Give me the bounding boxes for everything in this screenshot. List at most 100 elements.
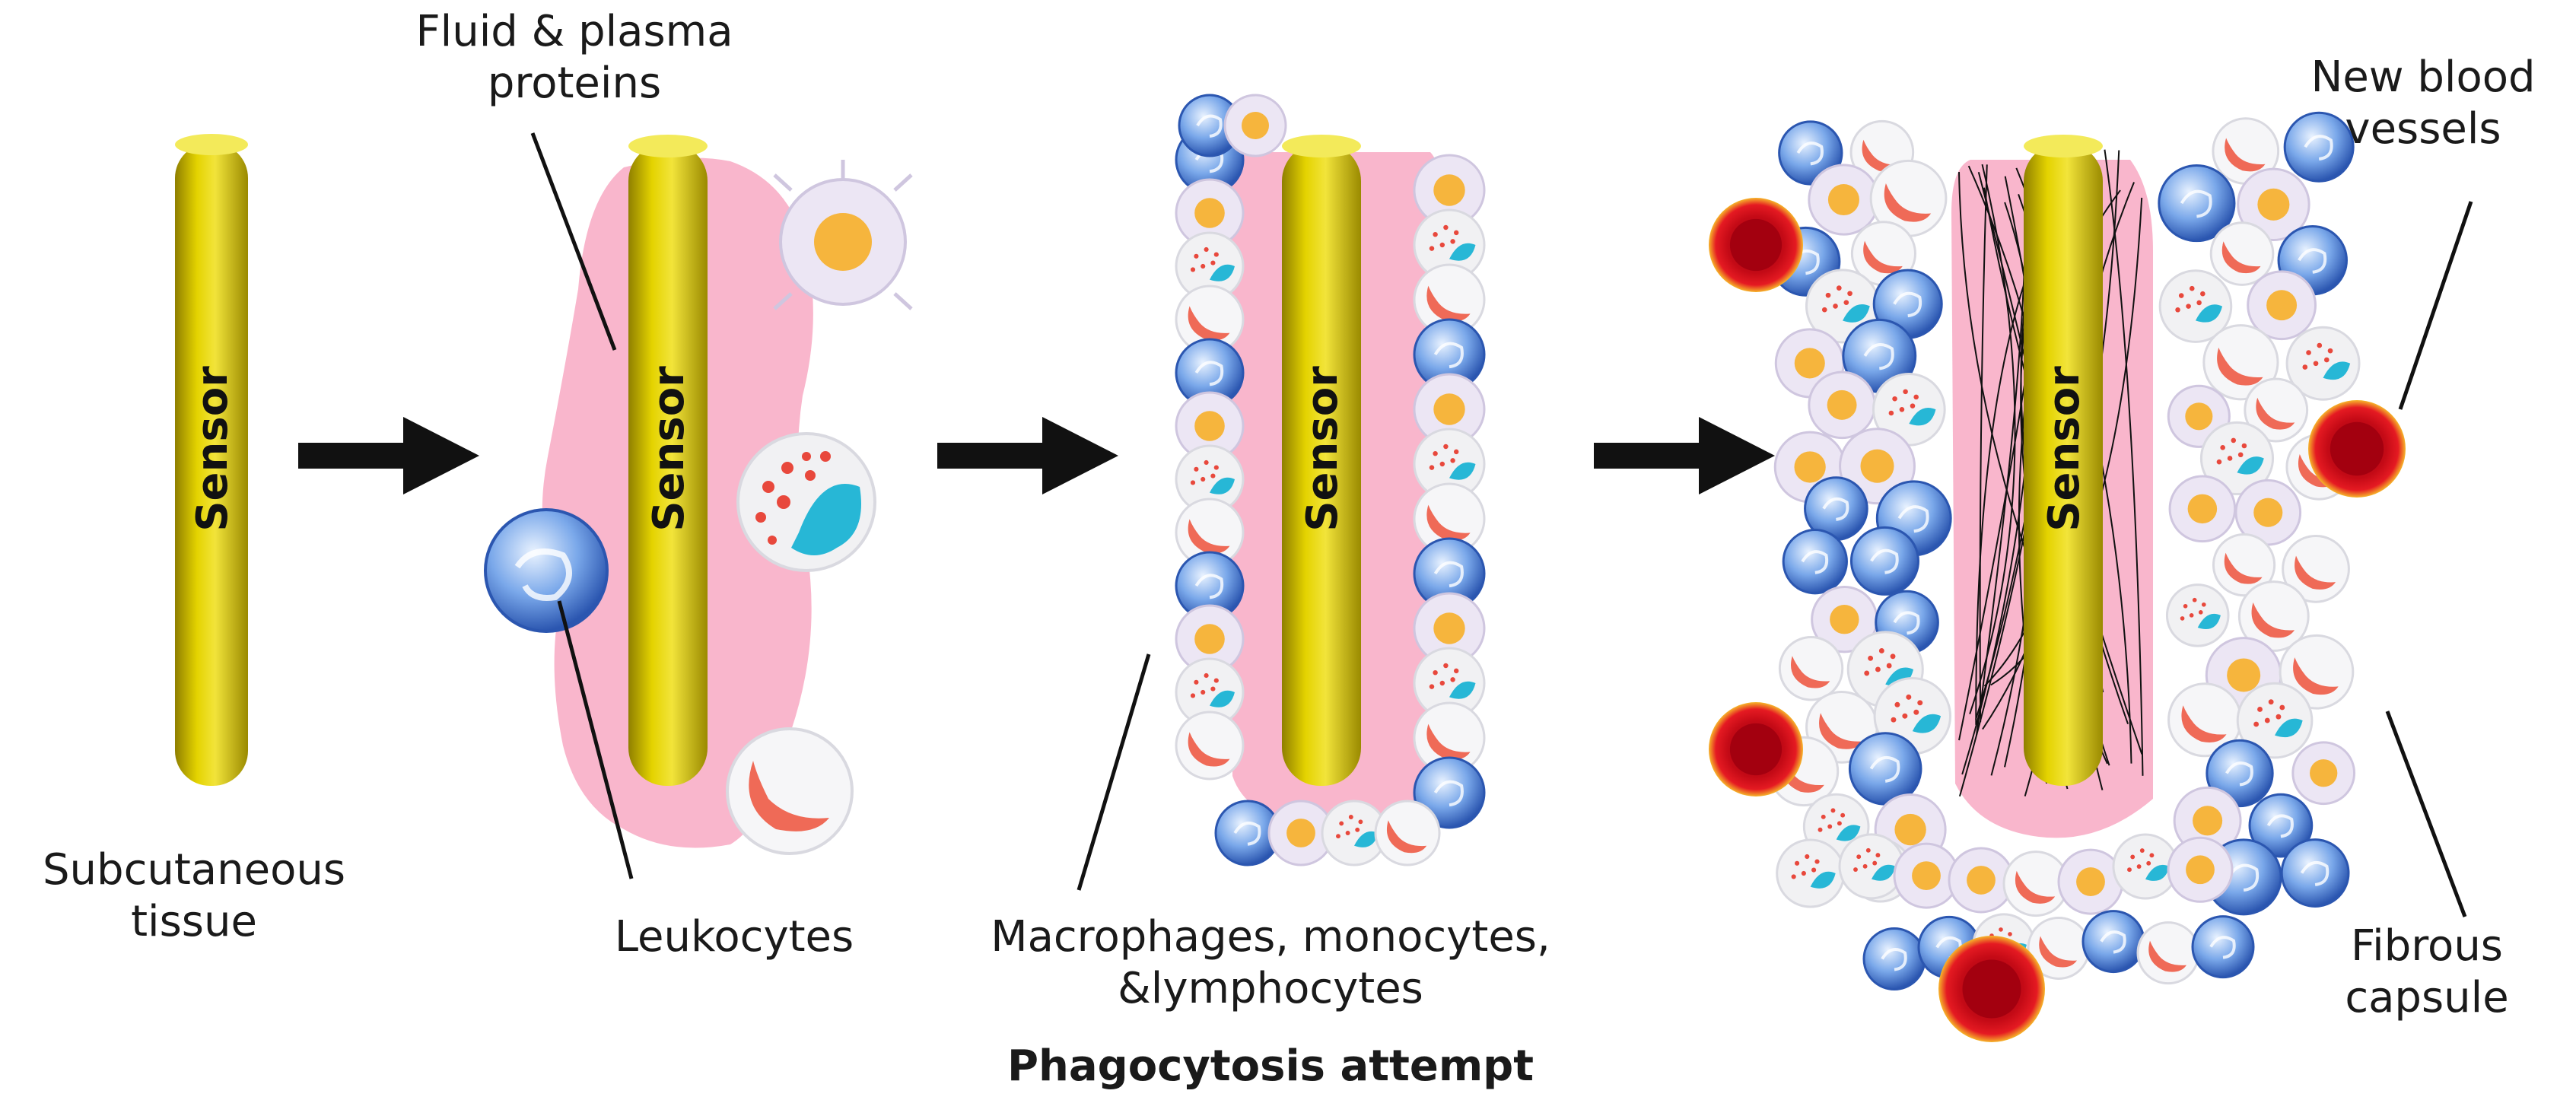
macrophage-cell-icon <box>2285 326 2361 401</box>
lymphocyte-cell-icon <box>1413 318 1486 391</box>
lymphocyte-cell-icon <box>2081 910 2145 974</box>
eosinophil-cell-icon <box>773 160 913 310</box>
immune-cell-cluster <box>1175 94 1486 866</box>
macrophage-cell-icon <box>736 432 876 572</box>
lymphocyte-cell-icon <box>1175 338 1245 408</box>
eosinophil-cell-icon <box>2247 270 2317 341</box>
macrophage-cell-icon <box>2236 682 2314 759</box>
lymphocyte-cell-icon <box>2206 739 2274 808</box>
new-blood-vessels-label: New blood vessels <box>2275 52 2571 155</box>
sensor-rod-icon <box>628 143 708 786</box>
eosinophil-cell-icon <box>1413 373 1486 446</box>
eosinophil-cell-icon <box>2168 475 2237 543</box>
fibrous-capsule-label: Fibrous capsule <box>2282 920 2571 1024</box>
eosinophil-cell-icon <box>1175 604 1245 674</box>
immune-cell-cluster <box>1768 111 2361 991</box>
macrophage-cell-icon <box>1175 444 1245 514</box>
sensor-label: Sensor <box>188 366 237 532</box>
label-line: tissue <box>131 897 257 946</box>
macrophage-cell-icon <box>2158 269 2233 343</box>
sensor-label: Sensor <box>2040 366 2089 532</box>
macrophages-label: Macrophages, monocytes, &lymphocytes <box>989 911 1552 1015</box>
macrophage-cell-icon <box>2199 421 2275 496</box>
neutrophil-cell-icon <box>726 727 854 855</box>
eosinophil-cell-icon <box>1811 586 1878 653</box>
lymphocyte-cell-icon <box>1862 927 1926 991</box>
leukocytes-label: Leukocytes <box>614 912 854 962</box>
neutrophil-cell-icon <box>2212 533 2276 597</box>
lymphocyte-cell-icon <box>2191 915 2255 979</box>
eosinophil-cell-icon <box>2167 836 2234 903</box>
neutrophil-cell-icon <box>1175 711 1245 781</box>
lymphocyte-cell-icon <box>1804 476 1868 541</box>
capsule-leader-line <box>2385 711 2467 917</box>
neutrophil-cell-icon <box>1413 701 1486 774</box>
label-line: proteins <box>487 59 662 108</box>
eosinophil-cell-icon <box>1893 842 1960 909</box>
blood-vessel-icon <box>1709 198 1803 292</box>
fluid-plasma-label: Fluid & plasma proteins <box>361 6 787 110</box>
neutrophil-cell-icon <box>2282 534 2350 603</box>
neutrophil-cell-icon <box>2244 377 2309 443</box>
eosinophil-cell-icon <box>2237 167 2310 242</box>
sensor-label: Sensor <box>1298 366 1347 532</box>
label-line: Subcutaneous <box>42 845 345 895</box>
label-line: &lymphocytes <box>1118 964 1423 1013</box>
lymphocyte-cell-icon <box>2283 111 2355 183</box>
neutrophil-cell-icon <box>1374 800 1441 866</box>
stage-3-phagocytosis: Sensor <box>1077 94 1486 891</box>
neutrophil-cell-icon <box>2202 324 2279 401</box>
label-line: Fibrous <box>2351 921 2503 971</box>
blood-vessel-group <box>1709 198 2406 1042</box>
blood-vessel-icon <box>1709 702 1803 796</box>
macrophage-cell-icon <box>1175 657 1245 727</box>
neutrophil-cell-icon <box>2167 682 2243 758</box>
arrow-icon-1 <box>298 417 479 494</box>
sensor-label: Sensor <box>644 366 694 532</box>
subcutaneous-tissue-label: Subcutaneous tissue <box>8 844 380 948</box>
neutrophil-cell-icon <box>2209 221 2275 286</box>
macrophage-cell-icon <box>2165 583 2230 647</box>
eosinophil-cell-icon <box>1808 164 1880 236</box>
eosinophil-cell-icon <box>1267 800 1334 866</box>
eosinophil-cell-icon <box>1808 370 1876 440</box>
stage-4-fibrous-capsule: Sensor <box>1709 111 2473 1042</box>
eosinophil-cell-icon <box>1223 94 1287 157</box>
lymphocyte-cell-icon <box>1782 529 1848 595</box>
macrophage-cell-icon <box>1776 838 1846 908</box>
sensor-rod-icon <box>175 143 248 786</box>
leukocytes-leader-line <box>557 600 634 879</box>
neutrophil-cell-icon <box>2136 921 2200 985</box>
phagocytosis-label: Phagocytosis attempt <box>1007 1041 1534 1091</box>
neutrophil-cell-icon <box>1778 636 1844 701</box>
neutrophil-cell-icon <box>2237 580 2310 652</box>
sensor-rod-icon <box>1282 143 1361 786</box>
lymphocyte-cell-icon <box>1413 756 1486 829</box>
fluid-leader-line <box>530 132 617 351</box>
eosinophil-cell-icon <box>1839 428 1916 505</box>
sensor-top-cap <box>175 134 248 155</box>
stage-2-fluid: Sensor <box>484 132 913 879</box>
eosinophil-cell-icon <box>2291 741 2356 806</box>
eosinophil-cell-icon <box>2057 848 2124 915</box>
vessels-leader-line <box>2398 201 2473 410</box>
macrophages-leader-line <box>1077 653 1151 891</box>
label-line: New blood <box>2310 52 2536 102</box>
neutrophil-cell-icon <box>2002 851 2069 917</box>
label-line: Macrophages, monocytes, <box>991 912 1550 962</box>
blood-vessel-icon <box>1938 936 2045 1042</box>
lymphocyte-cell-icon <box>2248 793 2314 858</box>
eosinophil-cell-icon <box>1175 391 1245 461</box>
label-line: Fluid & plasma <box>415 7 733 56</box>
stage-1-sensor: Sensor <box>175 134 248 786</box>
neutrophil-cell-icon <box>2279 634 2355 710</box>
arrow-icon-2 <box>937 417 1118 494</box>
macrophage-cell-icon <box>1321 800 1388 866</box>
macrophage-cell-icon <box>1872 372 1946 447</box>
macrophage-cell-icon <box>1838 833 1905 900</box>
leukocyte-cell-icon <box>484 508 609 633</box>
label-line: capsule <box>2345 973 2509 1022</box>
blood-vessel-icon <box>2308 400 2406 498</box>
